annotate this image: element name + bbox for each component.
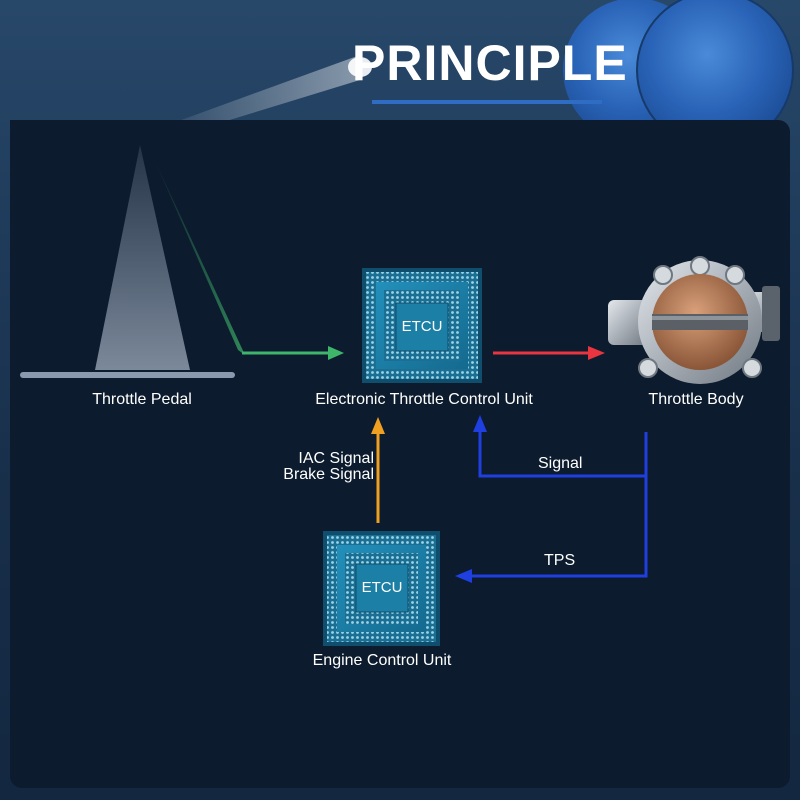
throttle-pedal-bar xyxy=(20,372,235,378)
title-underline xyxy=(372,100,602,104)
tps-edge-label: TPS xyxy=(544,552,576,569)
arrow-etcu-to-throttle xyxy=(493,346,605,360)
signal-edge-label: Signal xyxy=(538,455,583,472)
spotlight-source xyxy=(348,57,372,77)
ecu-label: Engine Control Unit xyxy=(312,652,452,669)
throttle-pedal-label: Throttle Pedal xyxy=(92,391,192,408)
arrow-pedal-to-etcu xyxy=(242,346,344,360)
brake-signal-label: Brake Signal xyxy=(283,466,374,483)
arrow-ecu-to-etcu xyxy=(371,417,385,523)
page-title: PRINCIPLE xyxy=(352,35,628,91)
content-panel xyxy=(10,120,790,788)
etcu-chip-text: ETCU xyxy=(401,318,443,335)
etcu-label: Electronic Throttle Control Unit xyxy=(315,391,533,408)
pedal-light-cone-green xyxy=(150,150,245,355)
ecu-chip-text: ETCU xyxy=(361,579,403,596)
arrow-throttle-to-ecu-tps xyxy=(455,476,648,583)
throttle-body-image xyxy=(608,256,780,384)
iac-signal-label: IAC Signal xyxy=(298,450,374,467)
etcu-chip xyxy=(362,268,482,383)
ecu-chip xyxy=(323,531,440,646)
arrow-throttle-to-etcu-signal xyxy=(473,415,648,478)
throttle-body-label: Throttle Body xyxy=(648,391,744,408)
pedal-light-cone xyxy=(95,145,190,370)
